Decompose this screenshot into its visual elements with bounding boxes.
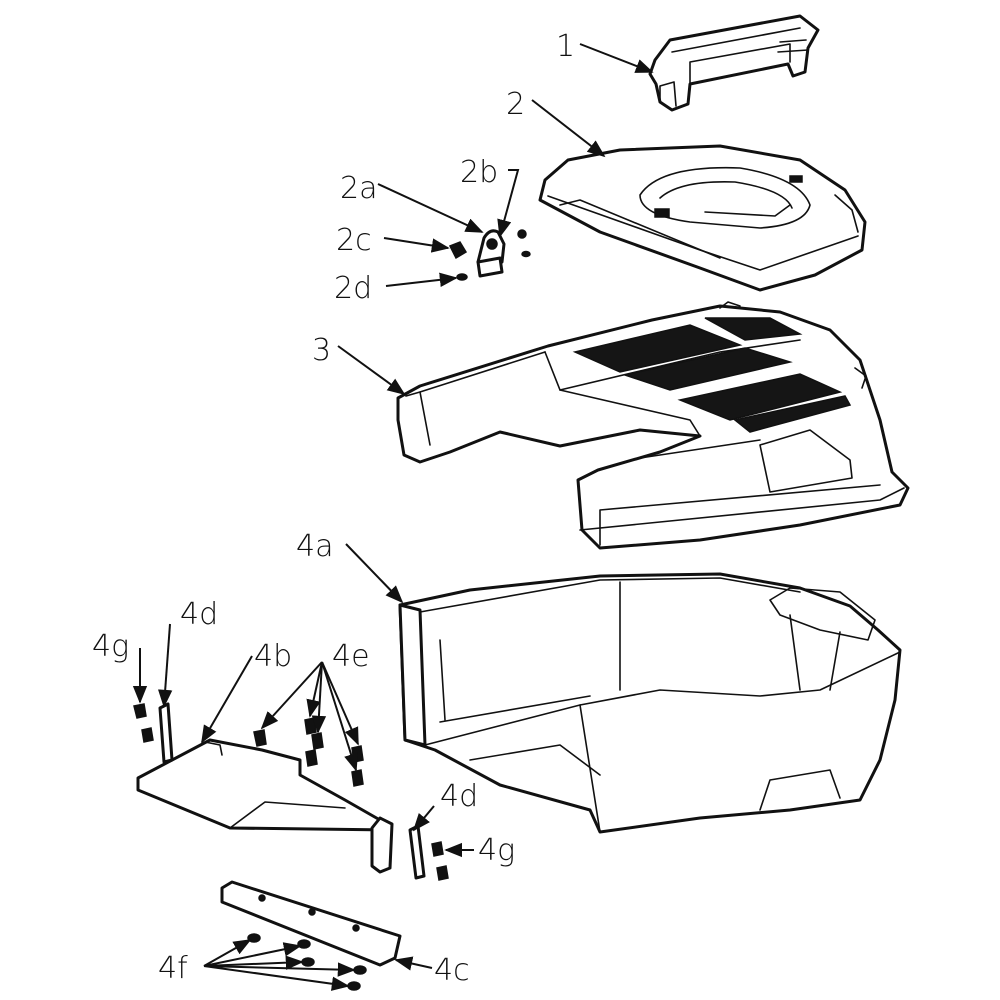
leader-4e-2	[306, 661, 323, 718]
callout-2d: 2d	[334, 271, 372, 306]
part-2c-screw	[448, 229, 527, 260]
part-4g-screws-left	[133, 703, 154, 743]
part-3-frame	[396, 301, 910, 550]
leader-4c	[394, 956, 433, 971]
leader-4d-bottom	[412, 805, 435, 832]
part-2-top-cover	[538, 144, 867, 292]
leader-2b	[497, 169, 520, 238]
callout-1: 1	[556, 29, 575, 64]
callout-2: 2	[506, 87, 525, 122]
leader-4f-2	[203, 942, 302, 967]
leader-4e-4	[321, 661, 359, 746]
callout-4f: 4f	[158, 951, 188, 986]
callout-4b: 4b	[254, 639, 292, 674]
part-2d-washer	[456, 250, 531, 281]
part-4g-screws-right	[431, 841, 449, 881]
leader-4d-top	[158, 623, 173, 708]
leader-4e-5	[321, 661, 359, 772]
callout-labels: 1 2 2a 2b 2c 2d 3 4a 4d 4g 4b 4e 4d 4g 4…	[92, 29, 575, 988]
leader-4a	[345, 543, 404, 604]
leader-4b	[201, 655, 253, 744]
callout-4d-bottom: 4d	[440, 779, 478, 814]
leader-4f-4	[203, 962, 356, 977]
part-4d-bracket-left	[158, 702, 174, 764]
leader-2c	[383, 237, 450, 253]
leader-4f-3	[203, 955, 304, 970]
part-1-handle	[648, 14, 820, 112]
leader-1	[579, 43, 654, 73]
part-2ab-latch	[476, 229, 506, 278]
callout-4d-top: 4d	[180, 597, 218, 632]
leader-4e-1	[260, 661, 323, 730]
callout-3: 3	[312, 333, 331, 368]
leader-lines	[132, 43, 654, 991]
part-4b-bottom-plate	[136, 738, 394, 874]
callout-2c: 2c	[336, 223, 372, 258]
callout-4a: 4a	[296, 529, 333, 564]
callout-4c: 4c	[434, 953, 470, 988]
callout-2a: 2a	[340, 171, 377, 206]
leader-4f-1	[203, 939, 252, 967]
callout-2b: 2b	[460, 155, 498, 190]
leader-2a	[377, 183, 484, 233]
part-4d-bracket-right	[408, 824, 426, 880]
callout-4g-left: 4g	[92, 629, 129, 664]
leader-2	[531, 99, 606, 158]
leader-3	[337, 345, 406, 396]
callout-4e: 4e	[332, 639, 370, 674]
part-4c-skid-plate	[220, 880, 402, 967]
leader-4e-3	[311, 661, 327, 734]
leader-2d	[385, 272, 458, 287]
part-4a-base-tub	[398, 572, 902, 834]
callout-4g-right: 4g	[478, 833, 515, 868]
leader-4f-5	[203, 965, 350, 991]
